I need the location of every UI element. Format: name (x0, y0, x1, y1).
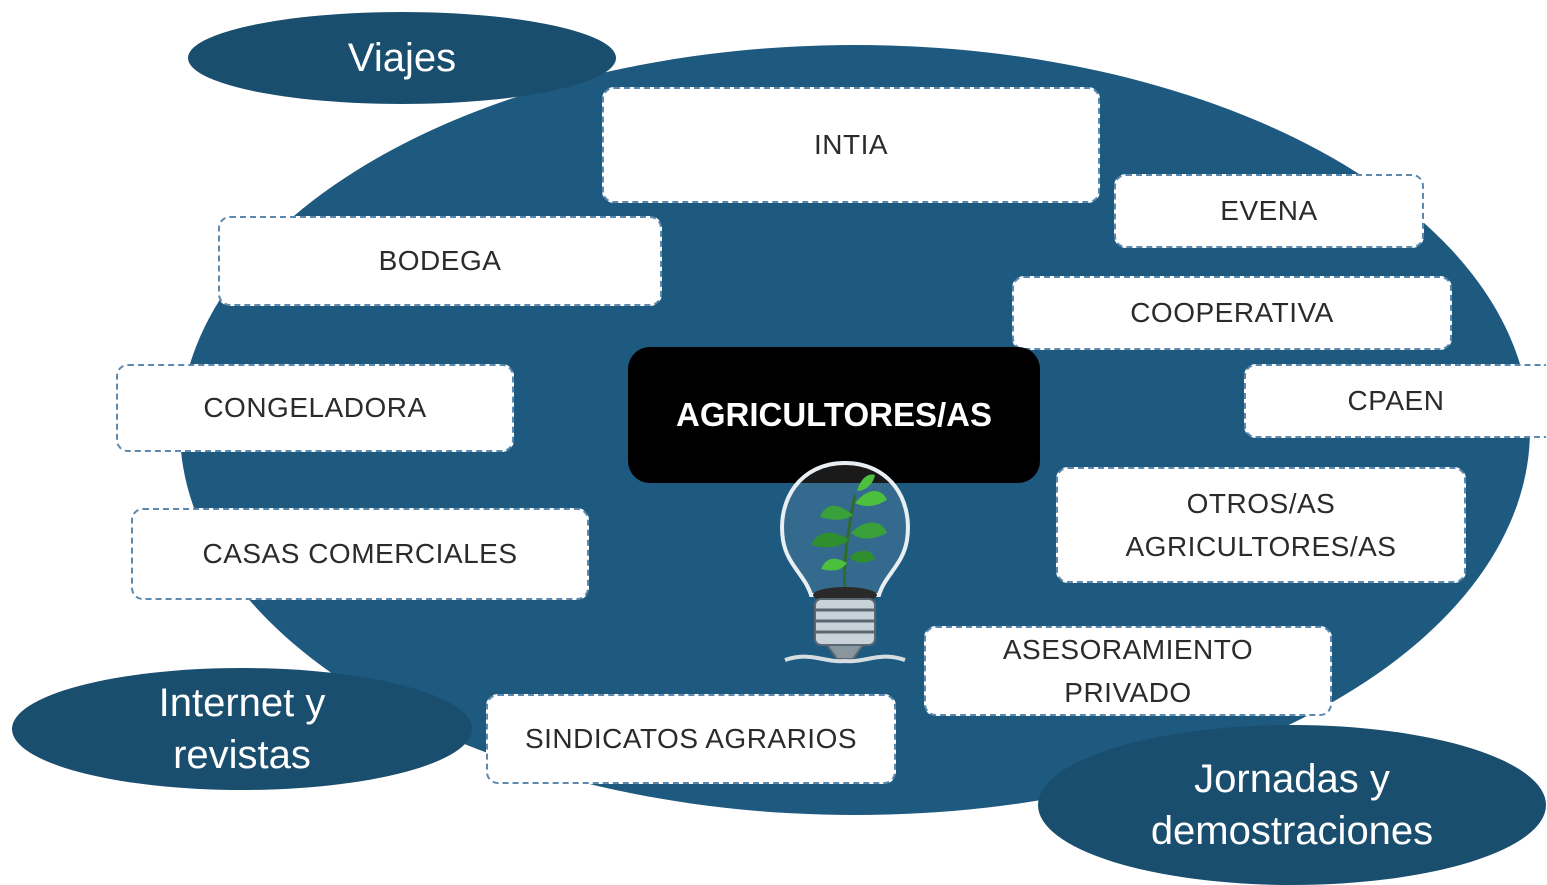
congeladora-box: CONGELADORA (116, 364, 514, 452)
agricultores-center-label: AGRICULTORES/AS (676, 396, 992, 433)
cooperativa-label: COOPERATIVA (1130, 297, 1334, 329)
cooperativa-box: COOPERATIVA (1012, 276, 1452, 350)
bodega-box: BODEGA (218, 216, 662, 306)
casas-comerciales-box: CASAS COMERCIALES (131, 508, 589, 600)
bodega-label: BODEGA (378, 245, 502, 277)
evena-box: EVENA (1114, 174, 1424, 248)
intia-label: INTIA (813, 129, 889, 161)
agricultores-center-box: AGRICULTORES/AS (628, 347, 1040, 483)
viajes-label: Viajes (347, 36, 457, 80)
sindicatos-agrarios-box: SINDICATOS AGRARIOS (486, 694, 896, 784)
sindicatos-agrarios-label: SINDICATOS AGRARIOS (524, 723, 858, 755)
cpaen-box: CPAEN (1244, 364, 1546, 438)
evena-label: EVENA (1220, 195, 1318, 227)
lightbulb-plant-icon (780, 460, 910, 664)
intia-box: INTIA (602, 87, 1100, 203)
viajes-oval: Viajes (188, 12, 616, 104)
congeladora-label: CONGELADORA (203, 392, 427, 424)
cpaen-label: CPAEN (1347, 385, 1445, 417)
casas-comerciales-label: CASAS COMERCIALES (202, 538, 518, 570)
